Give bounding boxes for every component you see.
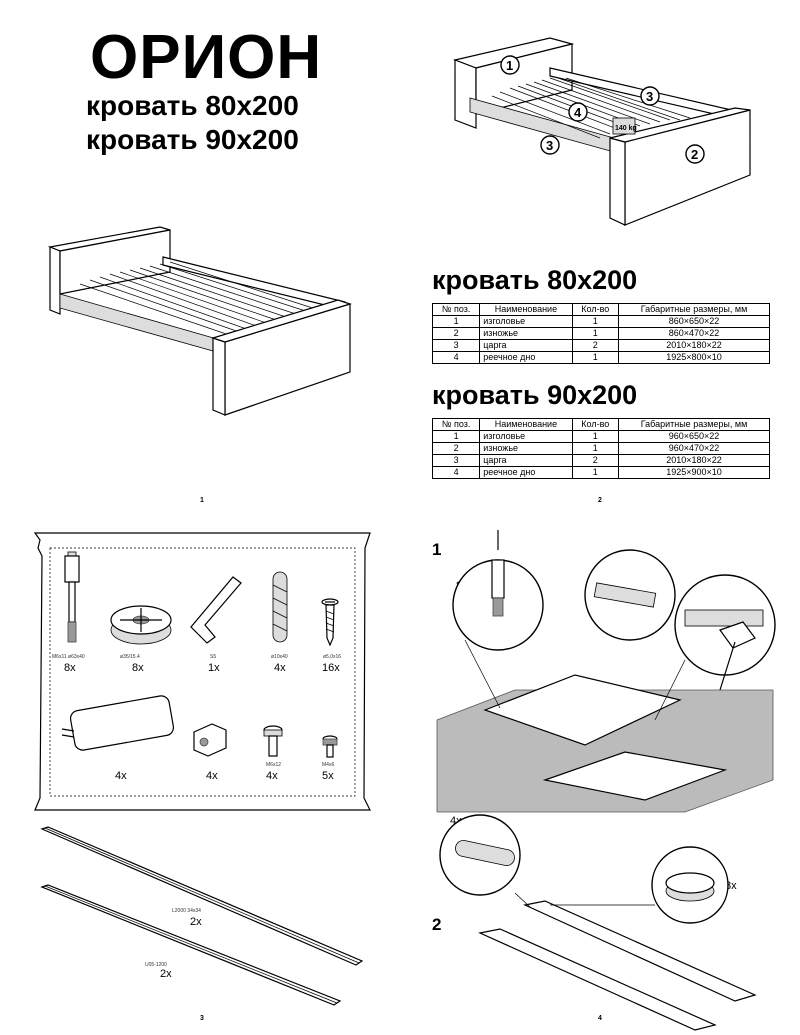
hardware-code: ø35/15.4 (120, 654, 140, 660)
rail-qty: 2x (190, 916, 202, 928)
step-1-assembly-diagram (436, 530, 776, 813)
step-2-assembly-diagram (439, 814, 757, 1031)
weight-label: 140 kg (615, 125, 637, 132)
hardware-code: M6x11 ø63x40 (52, 654, 85, 660)
bed-perspective-diagram (47, 226, 352, 416)
hardware-qty: 4x (206, 770, 218, 782)
svg-text:3: 3 (646, 89, 653, 104)
table-heading-80: кровать 80х200 (432, 265, 638, 295)
page-number-2: 2 (598, 497, 602, 504)
page-number-3: 3 (200, 1015, 204, 1022)
step-number-1: 1 (432, 540, 442, 559)
rail-code: U05-1200 (145, 962, 167, 968)
rail-code: L2000 34x34 (172, 908, 201, 914)
hardware-qty: 1x (208, 662, 220, 674)
step-2-callout-dowels: 4x (450, 815, 462, 827)
hex-key-icon (190, 576, 242, 644)
hardware-code: ø5,0x16 (323, 654, 342, 660)
svg-text:4: 4 (574, 105, 582, 120)
page-title: ОРИОН (90, 23, 323, 92)
svg-text:2: 2 (691, 147, 698, 162)
cam-lock-icon (110, 605, 172, 645)
machine-bolt-icon (263, 725, 283, 757)
wooden-dowel-icon (272, 571, 288, 643)
metal-rails-diagram (40, 826, 364, 1006)
page-number-4: 4 (598, 1015, 602, 1022)
connector-bolt-icon (64, 551, 80, 643)
corner-bracket-icon (193, 723, 227, 757)
bed-overview-diagram: 140 kg 1 2 3 3 4 (452, 37, 751, 226)
hardware-code: S5 (210, 654, 217, 660)
hardware-qty: 4x (274, 662, 286, 674)
wood-screw-icon (321, 598, 339, 647)
subtitle-bed-90: кровать 90х200 (86, 124, 299, 155)
hardware-qty: 16x (322, 662, 340, 674)
step-number-2: 2 (432, 915, 442, 934)
subtitle-bed-80: кровать 80х200 (86, 90, 299, 121)
spec-table-80: № поз. Наименование Кол-во Габаритные ра… (431, 303, 770, 364)
hardware-qty: 8x (64, 662, 76, 674)
spec-table-90: № поз. Наименование Кол-во Габаритные ра… (431, 418, 770, 479)
rail-qty: 2x (160, 968, 172, 980)
hardware-qty: 5x (322, 770, 334, 782)
hardware-bag-outline (33, 532, 371, 811)
hardware-code: ø10x40 (271, 654, 288, 660)
hardware-code: M6x12 (266, 762, 282, 768)
step-2-callout-cams: 8x (725, 880, 737, 892)
hardware-qty: 4x (266, 770, 278, 782)
svg-text:1: 1 (506, 58, 513, 73)
hardware-qty: 4x (115, 770, 127, 782)
hardware-qty: 8x (132, 662, 144, 674)
slat-holder-icon (61, 695, 175, 751)
small-screw-icon (322, 735, 338, 758)
page-number-1: 1 (200, 497, 204, 504)
table-heading-90: кровать 90х200 (432, 380, 638, 410)
hardware-code: M4x6 (322, 762, 335, 768)
svg-text:3: 3 (546, 138, 553, 153)
